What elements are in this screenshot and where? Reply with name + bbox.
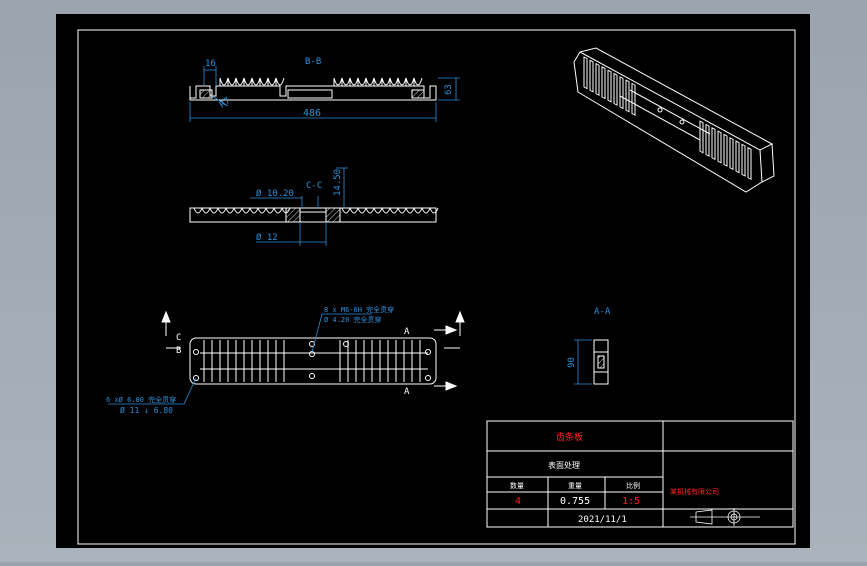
section-bb-teeth [219, 77, 423, 86]
isometric-view[interactable] [573, 47, 775, 193]
title-weight: 0.755 [560, 496, 590, 507]
iso-fins [583, 56, 752, 181]
cc-dim-bore-large: Ø 12 [256, 232, 278, 243]
section-cc-outline [189, 207, 437, 223]
plan-fins [203, 340, 421, 382]
title-col-qty: 数量 [510, 481, 524, 490]
title-scale: 1:5 [622, 496, 640, 507]
plan-view[interactable] [189, 337, 437, 385]
section-aa-dimensions [574, 339, 592, 385]
section-bb-hatch-right [411, 89, 425, 99]
plan-note-counterbore: Ø 11 ↓ 6.80 [120, 405, 173, 415]
section-bb-outline [189, 85, 437, 101]
cc-dim-bore-small: Ø 10.20 [256, 188, 294, 199]
section-aa-outline [593, 339, 609, 385]
title-part-name: 齿条板 [556, 431, 583, 443]
plan-cut-markers [161, 310, 465, 391]
plan-outline [189, 337, 437, 385]
section-cc-view[interactable]: C-C [189, 181, 439, 223]
plan-cut-a-bottom: A [404, 387, 410, 397]
title-block[interactable] [486, 420, 794, 528]
plan-note-holes: 6 xØ 6.80 完全贯穿 [106, 395, 176, 404]
section-cc-dimensions [250, 167, 348, 246]
section-aa-label: A-A [594, 307, 611, 317]
section-bb-view[interactable]: B-B [189, 57, 437, 101]
title-company: 某机械有限公司 [670, 487, 719, 496]
section-cc-hatch-left [285, 207, 301, 223]
plan-holes [193, 341, 431, 381]
bb-dim-length: 486 [303, 108, 321, 119]
plan-cut-b: B [176, 346, 181, 356]
section-bb-hatch-left [199, 89, 213, 99]
title-qty: 4 [515, 496, 521, 507]
section-cc-hatch-right [325, 207, 341, 223]
plan-cut-a-top: A [404, 327, 410, 337]
plan-cut-c: C [176, 333, 181, 343]
plan-note-thread-drill: Ø 4.20 完全贯穿 [324, 315, 382, 324]
title-material: 表面处理 [548, 460, 580, 470]
cc-dim-height: 14.50 [333, 169, 343, 196]
bb-dim-height: 63 [444, 84, 454, 95]
model-space [56, 14, 810, 548]
bb-dim-pitch: 16 [205, 59, 216, 69]
projection-symbol-icon [690, 508, 760, 526]
section-bb-hatch-mid [287, 89, 333, 99]
section-bb-dimensions [189, 66, 460, 122]
section-aa-view[interactable] [593, 339, 609, 385]
title-col-weight: 重量 [568, 482, 582, 490]
drawing-border [77, 29, 796, 545]
aa-dim-height: 90 [567, 357, 577, 368]
title-col-scale: 比例 [626, 481, 640, 490]
section-cc-label: C-C [306, 181, 322, 191]
section-bb-label: B-B [305, 57, 321, 67]
title-date: 2021/11/1 [578, 515, 627, 525]
plan-leaders [108, 313, 372, 405]
plan-note-thread: 8 x M6-6H 完全贯穿 [324, 305, 394, 314]
